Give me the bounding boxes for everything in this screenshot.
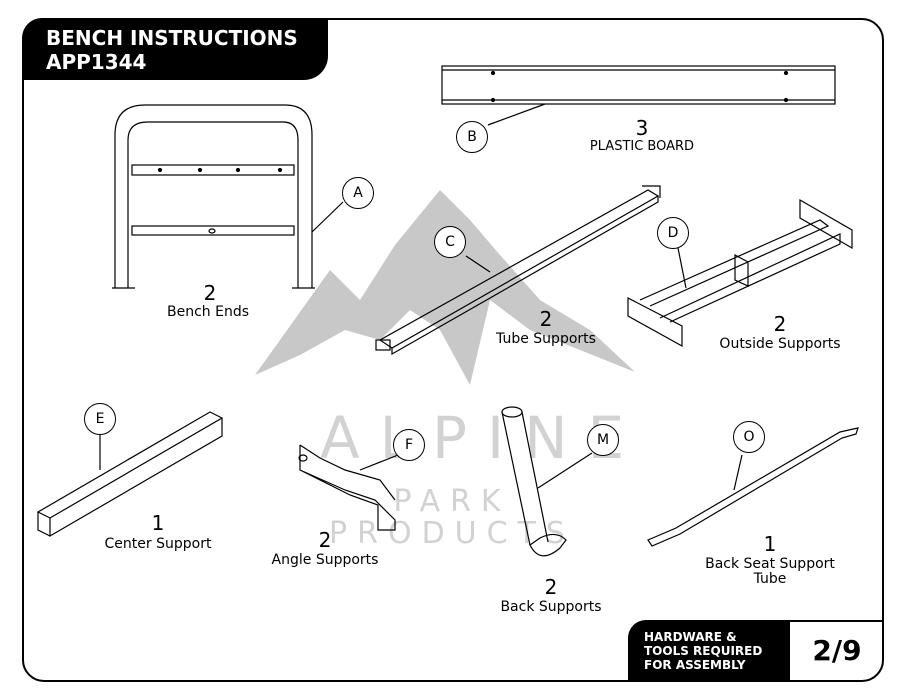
qty-tube-supports: 2 — [539, 307, 553, 331]
label-angle-supports: Angle Supports — [271, 552, 379, 568]
watermark-brand: ALPINE — [320, 404, 645, 472]
label-center-support: Center Support — [104, 536, 212, 552]
label-back-supports: Back Supports — [500, 599, 602, 615]
page-number: 2/9 — [788, 620, 884, 682]
back-support-drawing — [501, 406, 593, 557]
center-support-drawing — [36, 411, 224, 538]
title-block: BENCH INSTRUCTIONS APP1344 — [22, 18, 328, 80]
callout-d: D — [657, 217, 689, 249]
callout-b: B — [456, 121, 488, 153]
qty-center-support: 1 — [151, 511, 165, 535]
hardware-line-2: TOOLS REQUIRED — [644, 644, 763, 658]
back-seat-tube-drawing — [647, 427, 859, 547]
title-line-2: APP1344 — [46, 50, 147, 74]
callout-a: A — [342, 177, 374, 209]
hardware-line-3: FOR ASSEMBLY — [644, 658, 746, 672]
label-back-seat-tube-line1: Back Seat Support — [705, 556, 835, 572]
label-bench-ends: Bench Ends — [166, 304, 249, 320]
qty-plastic-board: 3 — [635, 116, 649, 140]
bench-end-drawing — [112, 104, 344, 289]
callout-m: M — [587, 424, 619, 456]
qty-bench-ends: 2 — [203, 281, 217, 305]
hardware-note: HARDWARE & TOOLS REQUIRED FOR ASSEMBLY — [628, 620, 788, 682]
qty-back-seat-tube: 1 — [763, 532, 777, 556]
callout-c: C — [434, 226, 466, 258]
title-line-1: BENCH INSTRUCTIONS — [46, 26, 298, 50]
qty-back-supports: 2 — [544, 575, 558, 599]
qty-outside-supports: 2 — [773, 312, 787, 336]
page-border — [22, 18, 884, 682]
callout-e: E — [84, 403, 116, 435]
angle-support-drawing — [298, 444, 399, 531]
callout-f: F — [393, 429, 425, 461]
outside-support-drawing — [627, 198, 853, 348]
qty-angle-supports: 2 — [318, 528, 332, 552]
callout-o: O — [733, 421, 765, 453]
hardware-line-1: HARDWARE & — [644, 630, 737, 644]
label-tube-supports: Tube Supports — [496, 331, 596, 347]
label-outside-supports: Outside Supports — [719, 336, 841, 352]
label-back-seat-tube-line2: Tube — [753, 571, 787, 587]
label-plastic-board: PLASTIC BOARD — [589, 139, 695, 154]
plastic-board-drawing — [441, 65, 836, 126]
tube-support-drawing — [375, 185, 661, 356]
